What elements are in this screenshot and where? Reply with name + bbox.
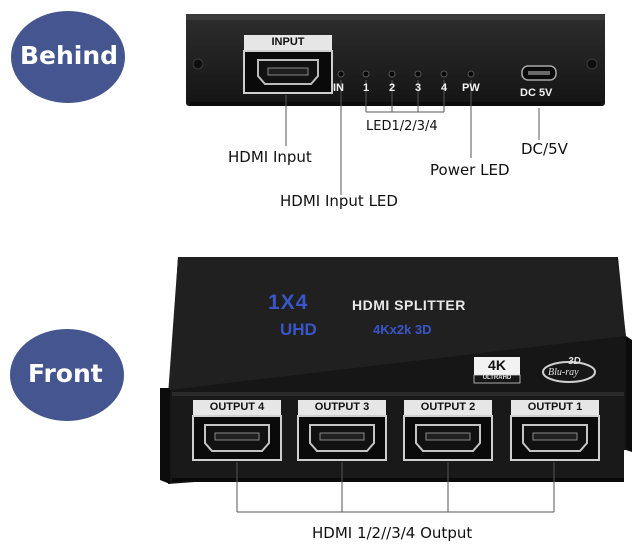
product-title-main: 1X4: [268, 291, 309, 314]
input-plate-label: INPUT: [271, 36, 305, 48]
spec-label: 4Kx2k 3D: [373, 322, 432, 337]
hdmi-output-1-port[interactable]: [510, 400, 600, 461]
led-icon: [388, 70, 396, 78]
led-2-label: 2: [389, 82, 396, 94]
power-led-icon: [467, 70, 475, 78]
rear-callout-lines: [285, 80, 540, 195]
led-1-label: 1: [363, 82, 370, 94]
front-badge: [10, 329, 124, 421]
logo-4k-sub: ULTRAHD: [482, 375, 512, 381]
screw-icon: [586, 58, 598, 70]
hdmi-output-4-port[interactable]: [192, 400, 282, 461]
dc-callout: DC/5V: [521, 140, 568, 158]
logo-3d: 3D: [568, 356, 581, 367]
output-1-label: OUTPUT 1: [527, 401, 583, 413]
rear-panel: [186, 14, 605, 106]
input-led-icon: [337, 70, 345, 78]
hdmi-output-callout: HDMI 1/2//3/4 Output: [312, 524, 473, 542]
hdmi-input-callout: HDMI Input: [228, 148, 312, 166]
led-icon: [440, 70, 448, 78]
power-led-callout: Power LED: [430, 161, 510, 179]
output-callout-lines: [236, 462, 555, 513]
behind-label: Behind: [20, 41, 119, 70]
dc-port-icon[interactable]: [521, 65, 557, 81]
front-label: Front: [28, 359, 103, 388]
led-3-label: 3: [415, 82, 422, 94]
output-2-label: OUTPUT 2: [420, 401, 476, 413]
hdmi-output-3-port[interactable]: [297, 400, 387, 461]
led-4-label: 4: [441, 82, 448, 94]
output-3-label: OUTPUT 3: [314, 401, 370, 413]
led-icon: [414, 70, 422, 78]
pw-label: PW: [462, 82, 480, 94]
output-4-label: OUTPUT 4: [209, 401, 265, 413]
product-title-sub: HDMI SPLITTER: [352, 297, 466, 313]
hdmi-input-port[interactable]: [243, 50, 333, 94]
behind-badge: [11, 11, 125, 103]
logo-4k: 4K: [488, 357, 506, 373]
hdmi-output-2-port[interactable]: [403, 400, 493, 461]
screw-icon: [192, 58, 204, 70]
led-group-callout: LED1/2/3/4: [366, 119, 438, 134]
dc-port-label: DC 5V: [520, 87, 553, 99]
output-ports: [192, 400, 600, 461]
hdmi-input-led-callout: HDMI Input LED: [280, 192, 398, 210]
in-led-label: IN: [333, 82, 344, 94]
led-icon: [362, 70, 370, 78]
logo-bluray: Blu-ray: [548, 367, 579, 378]
uhd-label: UHD: [280, 320, 317, 339]
